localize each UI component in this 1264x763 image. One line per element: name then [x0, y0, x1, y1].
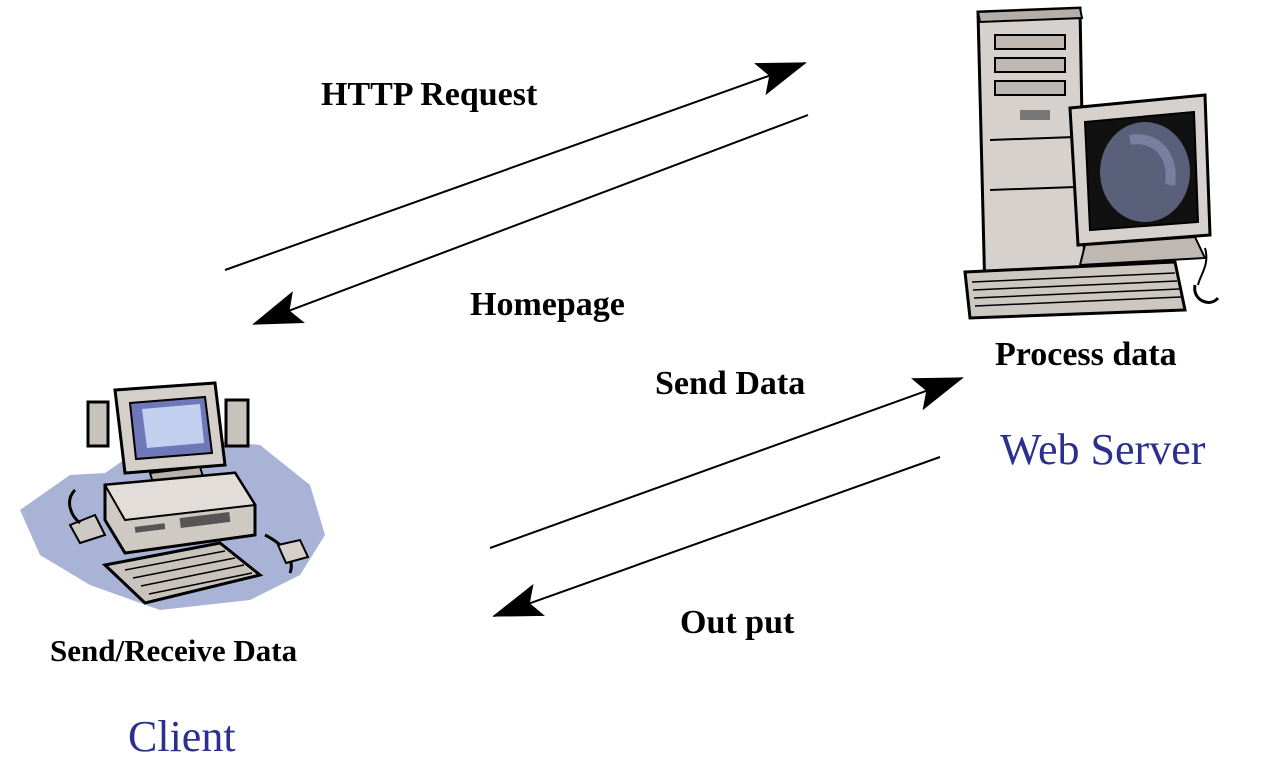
- client-title: Client: [128, 712, 236, 761]
- send-data-label: Send Data: [655, 365, 806, 402]
- homepage-label: Homepage: [470, 286, 625, 323]
- http-request-label: HTTP Request: [321, 76, 538, 113]
- http-request-arrow: [224, 62, 807, 271]
- server-caption: Process data: [995, 336, 1177, 373]
- output-label: Out put: [680, 604, 795, 641]
- desktop-computer-icon: [20, 381, 325, 610]
- output-arrow: [492, 456, 941, 617]
- homepage-arrow: [252, 114, 809, 325]
- server-tower-icon: [963, 6, 1220, 320]
- server-title: Web Server: [1000, 425, 1206, 474]
- send-data-arrow: [489, 377, 964, 549]
- client-caption: Send/Receive Data: [50, 633, 298, 668]
